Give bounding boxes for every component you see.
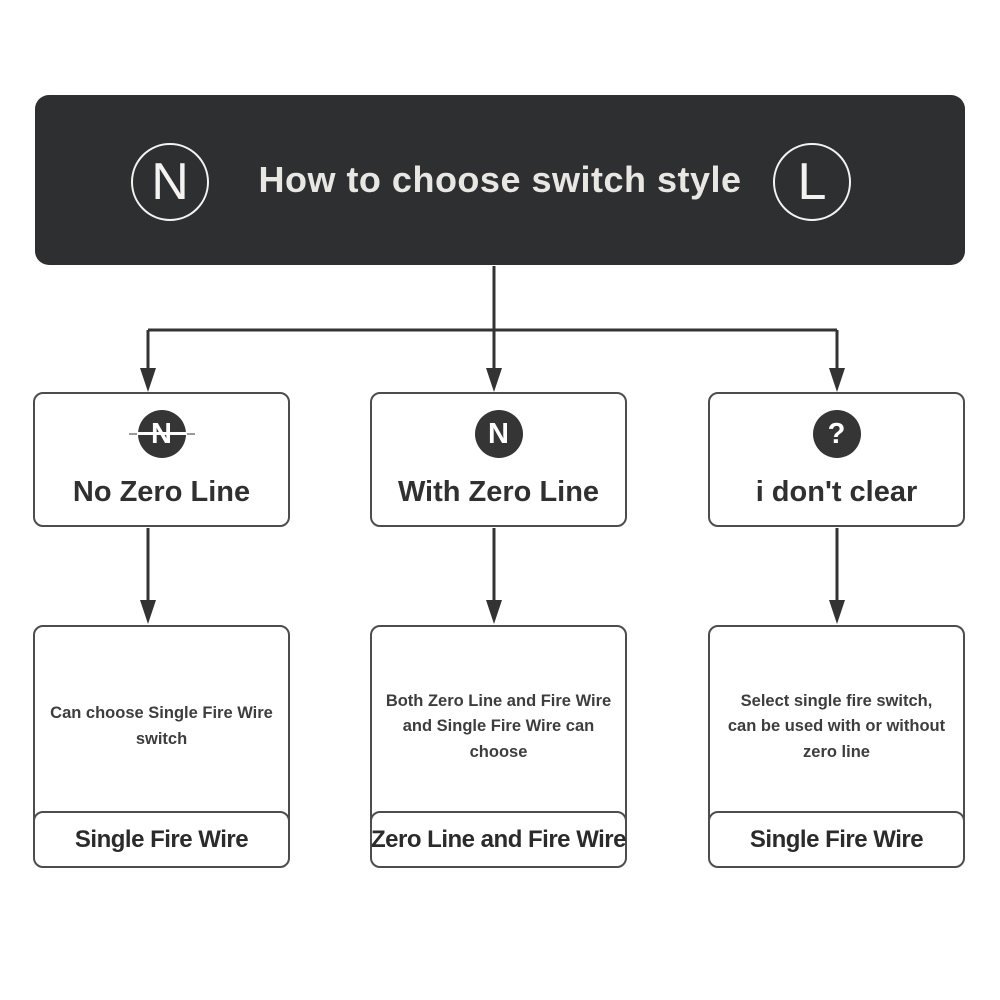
connector-arrowheads: [140, 368, 845, 624]
connector-lines: [146, 266, 839, 604]
option-label: i don't clear: [755, 476, 918, 508]
description-text: Can choose Single Fire Wire switch: [50, 704, 273, 748]
n-letter-badge: N: [474, 410, 523, 458]
description-text: Both Zero Line and Fire Wire and Single …: [385, 691, 612, 761]
result-box: Zero Line and Fire Wire: [370, 811, 627, 868]
live-letter: L: [797, 153, 827, 211]
description-text: Select single fire switch, can be used w…: [727, 691, 946, 761]
neutral-wire-circle-icon: N: [131, 143, 209, 221]
n-crossed-circle-icon: N: [128, 410, 195, 458]
outcome-no-zero-line: Can choose Single Fire Wire switch Singl…: [33, 625, 290, 868]
result-text: Zero Line and Fire Wire: [371, 825, 627, 853]
option-box-no-zero-line: N No Zero Line: [33, 392, 290, 527]
option-box-unclear: ? i don't clear: [708, 392, 965, 527]
arrowhead-icon: [486, 368, 502, 392]
arrowhead-icon: [140, 368, 156, 392]
option-label: With Zero Line: [397, 476, 600, 508]
n-circle-icon: N: [466, 410, 532, 458]
arrowhead-icon: [140, 600, 156, 624]
result-text: Single Fire Wire: [749, 825, 924, 853]
arrowhead-icon: [829, 600, 845, 624]
question-badge: ?: [812, 410, 861, 458]
result-box: Single Fire Wire: [33, 811, 290, 868]
arrowhead-icon: [486, 600, 502, 624]
option-box-with-zero-line: N With Zero Line: [370, 392, 627, 527]
live-wire-circle-icon: L: [773, 143, 851, 221]
outcome-unclear: Select single fire switch, can be used w…: [708, 625, 965, 868]
arrowhead-icon: [829, 368, 845, 392]
header-bar: N How to choose switch style L: [35, 95, 965, 265]
strike-line-inner: [136, 432, 187, 435]
neutral-letter: N: [151, 153, 189, 211]
option-label: No Zero Line: [72, 476, 251, 508]
page-title: How to choose switch style: [258, 159, 742, 200]
outcome-with-zero-line: Both Zero Line and Fire Wire and Single …: [370, 625, 627, 868]
result-box: Single Fire Wire: [708, 811, 965, 868]
result-text: Single Fire Wire: [74, 825, 249, 853]
question-circle-icon: ?: [804, 410, 870, 458]
